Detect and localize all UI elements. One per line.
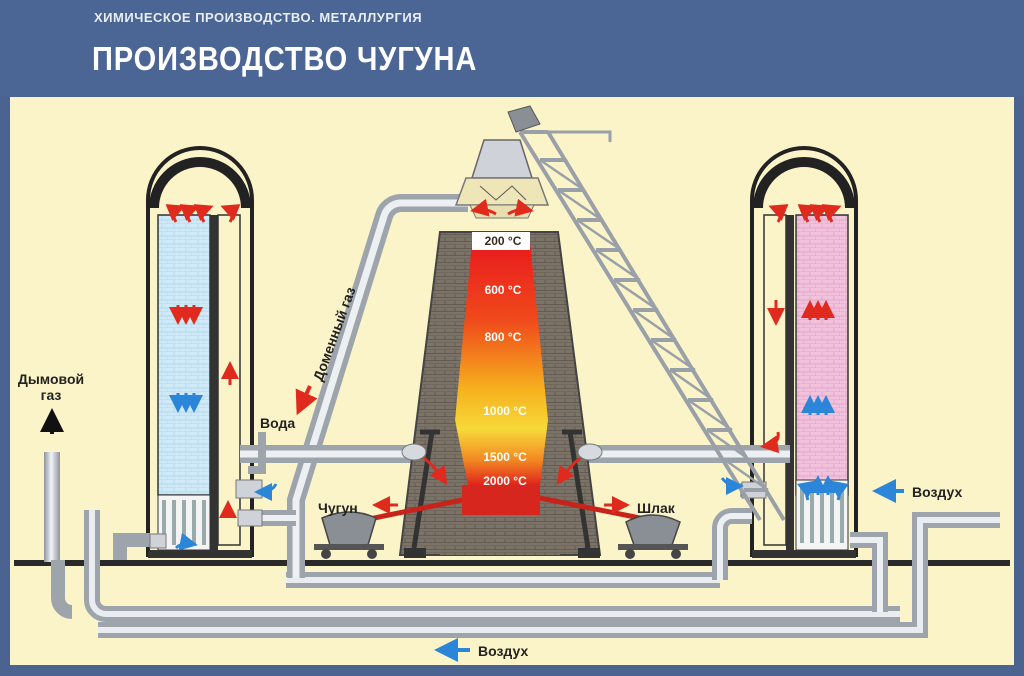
flow-arrows	[40, 198, 904, 662]
supertitle: ХИМИЧЕСКОЕ ПРОИЗВОДСТВО. МЕТАЛЛУРГИЯ	[94, 10, 423, 25]
temp-label: 1000 °C	[483, 404, 527, 418]
temp-label: 200 °C	[485, 234, 522, 248]
ground-line	[14, 560, 1010, 566]
left-stove	[146, 146, 254, 558]
flue-gas-label: газ	[41, 387, 62, 403]
header: ХИМИЧЕСКОЕ ПРОИЗВОДСТВО. МЕТАЛЛУРГИЯ ПРО…	[0, 0, 1024, 96]
flue-gas-label: Дымовой	[18, 371, 84, 387]
pig-iron-label: Чугун	[318, 500, 358, 516]
temperature-labels: 200 °C 600 °C 800 °C 1000 °C 1500 °C 200…	[483, 234, 527, 488]
temp-label: 2000 °C	[483, 474, 527, 488]
page-title: ПРОИЗВОДСТВО ЧУГУНА	[92, 40, 478, 77]
air-label-right: Воздух	[912, 484, 962, 500]
skip-hoist	[518, 130, 786, 522]
air-label-bottom: Воздух	[478, 643, 528, 659]
slag-label: Шлак	[637, 500, 676, 516]
water-label: Вода	[260, 415, 295, 431]
temp-label: 600 °C	[485, 283, 522, 297]
temp-label: 800 °C	[485, 330, 522, 344]
temp-label: 1500 °C	[483, 450, 527, 464]
blast-furnace	[339, 105, 786, 558]
iron-ladle-car	[314, 511, 384, 559]
slag-ladle-car	[618, 514, 688, 559]
